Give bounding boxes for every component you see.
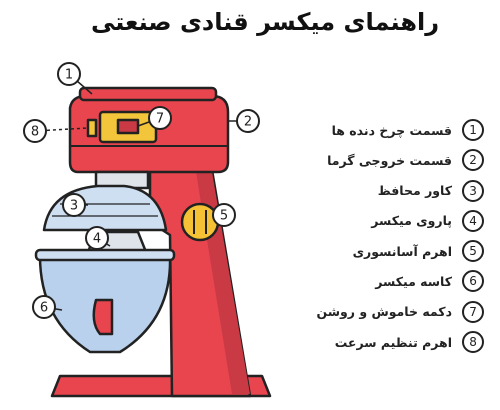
parts-legend: 1 قسمت چرخ دنده ها 2 قسمت خروجی گرما 3 ک… [304,118,484,360]
legend-label: دکمه خاموش و روشن [316,304,452,320]
mixer-body-art [34,86,272,398]
legend-label: پاروی میکسر [371,213,452,229]
legend-item: 7 دکمه خاموش و روشن [304,300,484,324]
callout-circle [23,119,47,143]
callout-circle [212,203,236,227]
legend-label: اهرم تنظیم سرعت [334,334,452,350]
callout-number: 1 [65,68,73,83]
legend-item: 6 کاسه میکسر [304,269,484,293]
legend-label: قسمت چرخ دنده ها [331,122,452,138]
head-top-band [78,86,218,102]
legend-item: 2 قسمت خروجی گرما [304,148,484,172]
legend-item: 3 کاور محافظ [304,179,484,203]
legend-item: 5 اهرم آسانسوری [304,239,484,263]
lift-lever [180,202,220,242]
legend-item: 1 قسمت چرخ دنده ها [304,118,484,142]
speed-knob [86,118,98,138]
callout-circle [57,62,81,86]
bowl-arm [92,298,114,336]
legend-number-badge: 4 [462,209,484,232]
legend-number-badge: 2 [462,149,484,172]
callout-circle [85,226,109,250]
callout-number: 7 [156,112,164,127]
legend-number-badge: 7 [462,300,484,323]
callout-number: 3 [70,199,78,214]
callout-number: 8 [31,125,39,140]
callout-number: 5 [220,209,228,224]
legend-item: 8 اهرم تنظیم سرعت [304,330,484,354]
callout-number: 2 [244,115,252,130]
callout-circle [236,109,260,133]
legend-number-badge: 5 [462,240,484,263]
guard-cover-shape [42,184,168,232]
callout-circle [148,106,172,130]
callout-circle [62,193,86,217]
legend-number-badge: 8 [462,331,484,354]
legend-label: اهرم آسانسوری [352,243,452,259]
callout-number: 6 [40,301,48,316]
legend-label: کاسه میکسر [375,273,452,289]
legend-label: قسمت خروجی گرما [327,152,452,168]
legend-label: کاور محافظ [377,183,452,199]
legend-item: 4 پاروی میکسر [304,209,484,233]
legend-number-badge: 3 [462,179,484,202]
diagram-title: راهنمای میکسر قنادی صنعتی [90,8,440,36]
legend-number-badge: 6 [462,270,484,293]
callout-markers: 1 2 3 4 5 6 7 8 [23,62,260,319]
bowl-rim [34,248,176,262]
legend-number-badge: 1 [462,119,484,141]
power-button [116,118,140,135]
callout-circle [32,295,56,319]
callout-number: 4 [93,232,101,247]
